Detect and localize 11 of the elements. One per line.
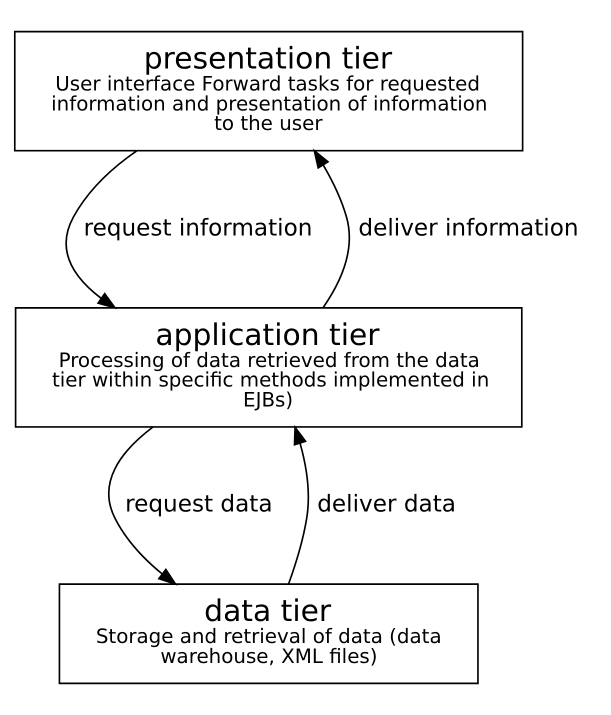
node-box: presentation tier User interface Forward tasks for requested information and presentation of information to the user: [14, 30, 524, 152]
arrow: [313, 148, 350, 308]
arrow: [65, 150, 138, 310]
arrow: [288, 424, 310, 584]
edge-label: request data: [125, 492, 273, 518]
arrow: [108, 426, 178, 586]
edge-label: deliver information: [358, 215, 579, 242]
node-box: application tier Processing of data retrieved from the data tier within specific methods implemented in EJBs): [14, 307, 523, 428]
edge-label: request information: [84, 215, 312, 242]
node-box: data tier Storage and retrieval of data (data warehouse, XML files): [58, 583, 479, 684]
edge-label: deliver data: [317, 492, 456, 518]
